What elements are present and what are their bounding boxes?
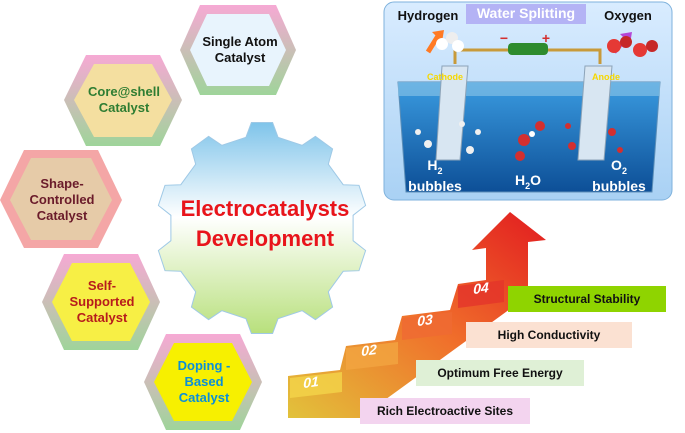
oxygen-label: Oxygen	[604, 8, 652, 23]
gear-title-line1: Electrocatalysts	[180, 196, 350, 221]
step-label-structural-stability: Structural Stability	[508, 286, 666, 312]
plus-sign: +	[541, 30, 551, 46]
cathode-label: Cathode	[427, 72, 463, 82]
step-label-rich-electroactive-sites: Rich Electroactive Sites	[360, 398, 530, 424]
step-label-optimum-free-energy: Optimum Free Energy	[416, 360, 584, 386]
anode-label: Anode	[592, 72, 620, 82]
hexagon-label-doping-based: Doping -Based Catalyst	[177, 358, 231, 405]
gear-shape	[157, 122, 367, 334]
minus-sign: −	[499, 30, 509, 46]
step-label-high-conductivity: High Conductivity	[466, 322, 632, 348]
h2-bubbles-label: H2 bubbles	[408, 157, 462, 194]
hydrogen-label: Hydrogen	[397, 8, 459, 23]
water-splitting-title: Water Splitting	[476, 5, 576, 21]
hexagon-label-core-shell: Core@shell Catalyst	[88, 84, 160, 115]
hexagon-label-shape-controlled: Shape-Controlled Catalyst	[29, 176, 95, 223]
gear-title-line2: Development	[195, 226, 335, 251]
hexagon-label-single-atom: Single Atom Catalyst	[202, 34, 278, 65]
hexagon-label-self-supported: Self-Supported Catalyst	[69, 278, 135, 325]
hexagon-group	[0, 5, 296, 430]
staircase-arrow	[288, 212, 546, 418]
water-splitting-panel	[383, 1, 673, 201]
o2-bubbles-label: O2 bubbles	[592, 157, 646, 194]
h2o-label: H2O	[514, 172, 542, 191]
